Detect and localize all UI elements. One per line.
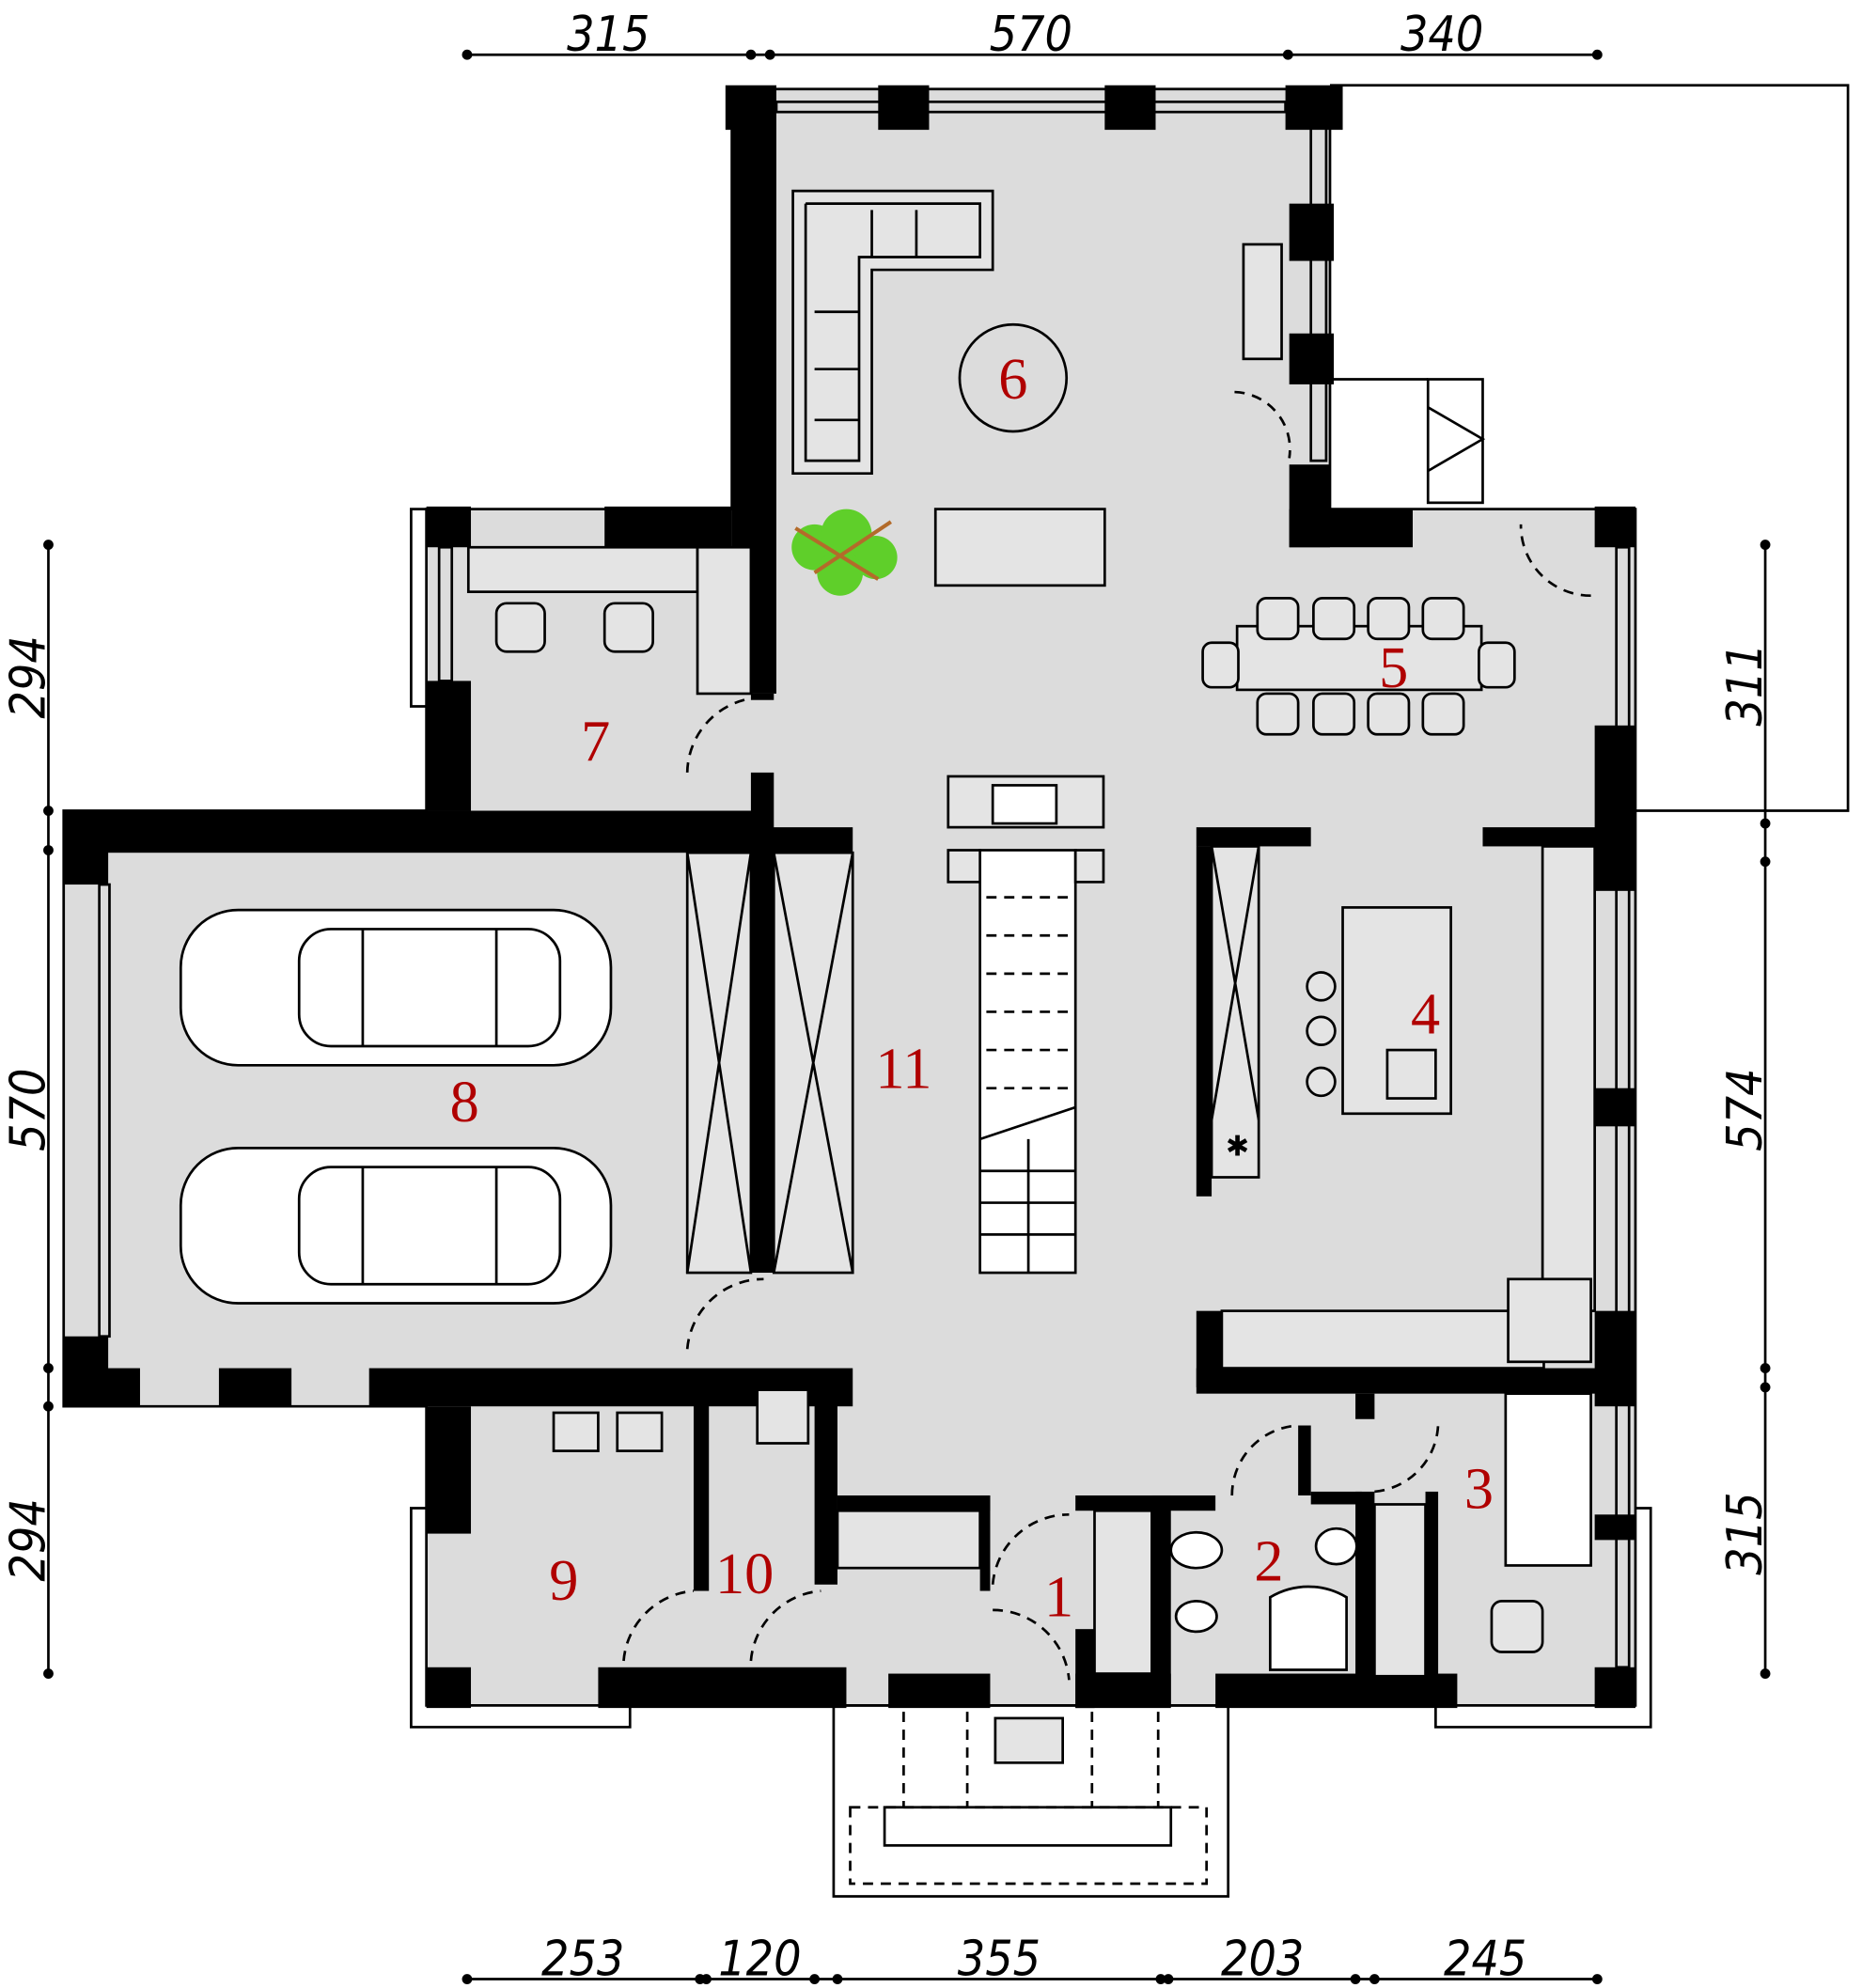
washbasin-icon (1314, 1526, 1358, 1566)
room-label-3: 3 (1464, 1458, 1494, 1522)
door-swing (685, 1277, 764, 1350)
wardrobe (1093, 1509, 1153, 1675)
washing-machine-icon (756, 1388, 810, 1445)
dimension-label: 294 (0, 635, 56, 718)
dimension-label: 315 (1717, 1492, 1774, 1574)
sofa-corner (791, 189, 994, 476)
wardrobe (1373, 1503, 1427, 1678)
door-swing (749, 1589, 821, 1662)
room-label-8: 8 (450, 1071, 479, 1135)
chair-icon (494, 602, 546, 653)
cooktop-icon (1385, 1048, 1437, 1100)
room-label-4: 4 (1411, 982, 1440, 1046)
dimension-label: 315 (567, 7, 649, 63)
door-swing (685, 696, 761, 773)
kitchen-counter (1541, 845, 1596, 1313)
bidet-icon (1174, 1600, 1218, 1634)
tv-icon (1242, 243, 1283, 361)
door-swing (1230, 1422, 1440, 1495)
shower-icon (1268, 1585, 1348, 1671)
dimension-label: 120 (718, 1931, 801, 1987)
sofa (933, 508, 1106, 587)
staircase (947, 775, 1105, 1275)
dimensions-left: 294 570 294 (0, 540, 56, 1679)
room-6-marker (958, 322, 1069, 433)
room-label-6: 6 (998, 348, 1027, 412)
sink-icon: ✱ (1226, 1131, 1249, 1162)
wardrobe (836, 1509, 981, 1570)
chair-icon (602, 602, 654, 653)
bay-window (410, 508, 427, 708)
dimension-label: 253 (541, 1931, 624, 1987)
dimensions-top: 315 570 340 (462, 7, 1603, 63)
bed-icon (1504, 1392, 1592, 1567)
doormat (994, 1716, 1064, 1764)
room-label-5: 5 (1379, 636, 1408, 700)
dimension-label: 294 (0, 1498, 56, 1581)
entrance-door (991, 1512, 1071, 1681)
room-label-7: 7 (581, 711, 610, 775)
car-icon (179, 1146, 613, 1305)
dining-chairs (1201, 597, 1516, 736)
wardrobe (685, 851, 854, 1275)
car-icon (179, 908, 613, 1067)
dimension-label: 570 (990, 7, 1072, 63)
room-label-1: 1 (1044, 1566, 1073, 1630)
terrace-outline (1329, 84, 1850, 812)
dimensions-right: 311 574 315 (1717, 540, 1774, 1679)
bay-window (410, 1507, 632, 1729)
dimension-label: 340 (1400, 7, 1483, 63)
room-labels: 1 2 3 4 5 6 7 8 9 10 11 (450, 348, 1494, 1630)
dimension-label: 245 (1444, 1931, 1526, 1987)
room-label-2: 2 (1254, 1530, 1283, 1594)
entrance-porch (832, 1704, 1230, 1898)
dimension-label: 355 (958, 1931, 1041, 1987)
room-label-10: 10 (715, 1542, 774, 1606)
corner-sink (1507, 1277, 1592, 1364)
room-label-11: 11 (875, 1038, 931, 1102)
dimension-label: 574 (1717, 1069, 1774, 1151)
dimension-label: 311 (1717, 643, 1774, 726)
exterior-stairs (1329, 378, 1486, 505)
bay-window (1434, 1507, 1652, 1729)
cabinet (696, 545, 753, 696)
dimension-label: 203 (1221, 1931, 1304, 1987)
boiler (552, 1411, 600, 1452)
door-swing (1519, 524, 1591, 598)
chair-icon (1490, 1600, 1544, 1653)
door-swing (622, 1589, 695, 1662)
desk (466, 545, 699, 593)
room-label-9: 9 (549, 1549, 578, 1613)
toilet-icon (1169, 1530, 1224, 1570)
dimension-label: 570 (0, 1069, 56, 1151)
plant-icon (791, 509, 898, 596)
dimensions-bottom: 253 120 355 203 245 (462, 1931, 1603, 1987)
kitchen-cabinet (1210, 845, 1260, 1179)
